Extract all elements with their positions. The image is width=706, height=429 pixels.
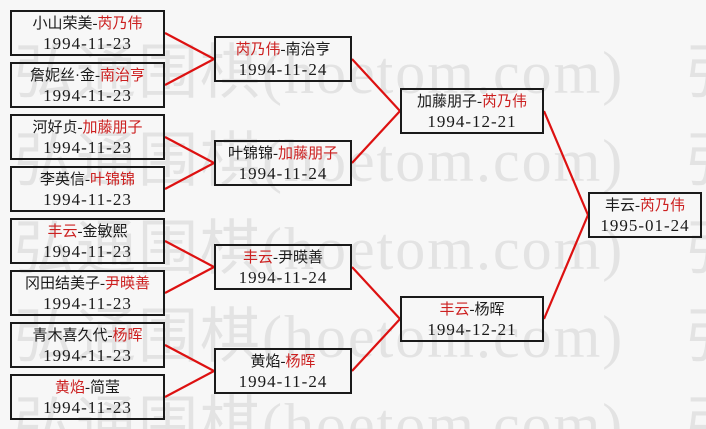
name-separator: - — [477, 94, 482, 110]
player1-name: 冈田结美子 — [24, 276, 100, 292]
player1-name: 小山荣美 — [32, 16, 93, 32]
match-names: 冈田结美子-尹暎善 — [12, 274, 163, 294]
player1-name: 青木喜久代 — [32, 328, 108, 344]
match-date: 1994-11-23 — [43, 294, 132, 313]
match-date: 1994-12-21 — [427, 320, 517, 339]
player2-name: 南治亨 — [285, 42, 331, 58]
match-date: 1994-11-23 — [43, 190, 132, 209]
player2-name: 金敏熙 — [82, 224, 128, 240]
match-names: 河好贞-加藤朋子 — [12, 118, 163, 138]
player1-name: 叶锦锦 — [227, 146, 273, 162]
match-names: 黄焰-简莹 — [12, 378, 163, 398]
match-box-r1m1: 小山荣美-芮乃伟 1994-11-23 — [10, 10, 165, 56]
name-separator: - — [280, 42, 286, 58]
match-box-r2m1: 芮乃伟-南治亨 1994-11-24 — [214, 36, 352, 82]
match-box-final: 丰云-芮乃伟 1995-01-24 — [588, 192, 702, 238]
match-box-r1m4: 李英信-叶锦锦 1994-11-23 — [10, 166, 165, 212]
player1-name: 加藤朋子 — [416, 94, 477, 110]
player1-name: 丰云 — [604, 198, 635, 214]
match-names: 詹妮丝·金-南治亨 — [12, 66, 163, 86]
match-names: 芮乃伟-南治亨 — [216, 40, 350, 60]
name-separator: - — [469, 302, 475, 318]
name-separator: - — [107, 328, 113, 344]
player2-name: 尹暎善 — [105, 276, 151, 292]
player1-name: 李英信 — [39, 172, 85, 188]
name-separator: - — [85, 172, 90, 188]
player2-name: 杨晖 — [112, 328, 143, 344]
name-separator: - — [273, 146, 278, 162]
watermark-text: 弘通围棋(hoetom.com) 弘通围棋(hoetom.com) — [14, 216, 706, 282]
player2-name: 芮乃伟 — [482, 94, 528, 110]
match-date: 1994-11-23 — [43, 138, 132, 157]
player1-name: 河好贞 — [32, 120, 78, 136]
match-names: 李英信-叶锦锦 — [12, 170, 163, 190]
name-separator: - — [77, 224, 83, 240]
match-date: 1994-11-23 — [43, 242, 132, 261]
match-box-r1m7: 青木喜久代-杨晖 1994-11-23 — [10, 322, 165, 368]
player2-name: 加藤朋子 — [278, 146, 339, 162]
match-date: 1994-11-24 — [238, 268, 328, 287]
name-separator: - — [94, 68, 100, 84]
player2-name: 芮乃伟 — [97, 16, 143, 32]
name-separator: - — [273, 250, 278, 266]
match-date: 1994-11-23 — [43, 398, 132, 417]
match-names: 加藤朋子-芮乃伟 — [402, 92, 542, 112]
match-box-sf1: 加藤朋子-芮乃伟 1994-12-21 — [400, 88, 544, 134]
watermark-text: 弘通围棋(hoetom.com) 弘通围棋(hoetom.com) — [14, 392, 706, 429]
player1-name: 詹妮丝·金 — [29, 68, 95, 84]
player2-name: 尹暎善 — [278, 250, 324, 266]
player1-name: 丰云 — [439, 302, 470, 318]
match-date: 1995-01-24 — [600, 216, 690, 235]
match-date: 1994-11-24 — [238, 372, 328, 391]
player2-name: 南治亨 — [99, 68, 145, 84]
match-names: 叶锦锦-加藤朋子 — [216, 144, 350, 164]
watermark-text: 弘通围棋(hoetom.com) 弘通围棋(hoetom.com) — [14, 40, 706, 106]
match-box-r1m8: 黄焰-简莹 1994-11-23 — [10, 374, 165, 420]
name-separator: - — [635, 198, 640, 214]
player1-name: 黄焰 — [54, 380, 85, 396]
player1-name: 丰云 — [47, 224, 78, 240]
player2-name: 芮乃伟 — [640, 198, 686, 214]
match-names: 青木喜久代-杨晖 — [12, 326, 163, 346]
player2-name: 加藤朋子 — [82, 120, 143, 136]
match-box-sf2: 丰云-杨晖 1994-12-21 — [400, 296, 544, 342]
match-box-r2m4: 黄焰-杨晖 1994-11-24 — [214, 348, 352, 394]
name-separator: - — [100, 276, 105, 292]
match-box-r1m6: 冈田结美子-尹暎善 1994-11-23 — [10, 270, 165, 316]
match-date: 1994-11-23 — [43, 86, 132, 105]
match-box-r1m3: 河好贞-加藤朋子 1994-11-23 — [10, 114, 165, 160]
match-names: 丰云-金敏熙 — [12, 222, 163, 242]
name-separator: - — [280, 354, 286, 370]
match-box-r1m5: 丰云-金敏熙 1994-11-23 — [10, 218, 165, 264]
match-box-r2m3: 丰云-尹暎善 1994-11-24 — [214, 244, 352, 290]
match-date: 1994-11-23 — [43, 346, 132, 365]
match-names: 丰云-杨晖 — [402, 300, 542, 320]
player2-name: 杨晖 — [285, 354, 316, 370]
match-box-r2m2: 叶锦锦-加藤朋子 1994-11-24 — [214, 140, 352, 186]
player1-name: 丰云 — [242, 250, 273, 266]
player2-name: 叶锦锦 — [90, 172, 136, 188]
watermark-text: 弘通围棋(hoetom.com) 弘通围棋(hoetom.com) — [14, 128, 706, 194]
player1-name: 黄焰 — [250, 354, 281, 370]
match-box-r1m2: 詹妮丝·金-南治亨 1994-11-23 — [10, 62, 165, 108]
match-date: 1994-11-23 — [43, 34, 132, 53]
player2-name: 杨晖 — [474, 302, 505, 318]
player1-name: 芮乃伟 — [235, 42, 281, 58]
match-date: 1994-11-24 — [238, 164, 328, 183]
match-names: 丰云-芮乃伟 — [590, 196, 700, 216]
match-names: 丰云-尹暎善 — [216, 248, 350, 268]
name-separator: - — [85, 380, 90, 396]
match-date: 1994-12-21 — [427, 112, 517, 131]
match-names: 黄焰-杨晖 — [216, 352, 350, 372]
match-date: 1994-11-24 — [238, 60, 328, 79]
watermark-text: 弘通围棋(hoetom.com) 弘通围棋(hoetom.com) — [14, 304, 706, 370]
match-names: 小山荣美-芮乃伟 — [12, 14, 163, 34]
name-separator: - — [77, 120, 83, 136]
player2-name: 简莹 — [90, 380, 121, 396]
name-separator: - — [92, 16, 98, 32]
